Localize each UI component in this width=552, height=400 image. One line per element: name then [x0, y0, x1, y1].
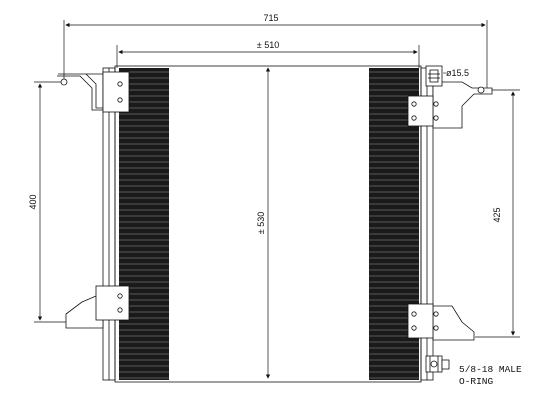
right-upper-bracket: [407, 81, 493, 129]
dimension-core-width: [116, 45, 420, 68]
fitting-note-line1: 5/8-18 MALE: [459, 364, 522, 375]
left-lower-bracket: [65, 285, 130, 329]
dimension-overall-width: [63, 20, 488, 90]
right-lower-bracket: [407, 303, 475, 341]
left-header-tank: [102, 67, 116, 381]
dimension-right-mount: [475, 89, 520, 338]
outlet-fitting: [425, 355, 450, 373]
core-frame: [114, 65, 422, 383]
hole-diameter-label: ø15.5: [446, 68, 469, 78]
fitting-note-line2: O-RING: [459, 376, 494, 387]
left-upper-bracket: [57, 71, 130, 113]
dimension-left-mount: [34, 81, 68, 323]
inlet-fitting: [425, 65, 443, 87]
core-height-label: ± 530: [256, 212, 266, 234]
core-width-label: ± 510: [257, 40, 279, 50]
right-mount-label: 425: [492, 207, 502, 222]
left-mount-label: 400: [28, 194, 38, 209]
overall-width-label: 715: [263, 13, 278, 23]
left-fin-band: [119, 68, 169, 380]
